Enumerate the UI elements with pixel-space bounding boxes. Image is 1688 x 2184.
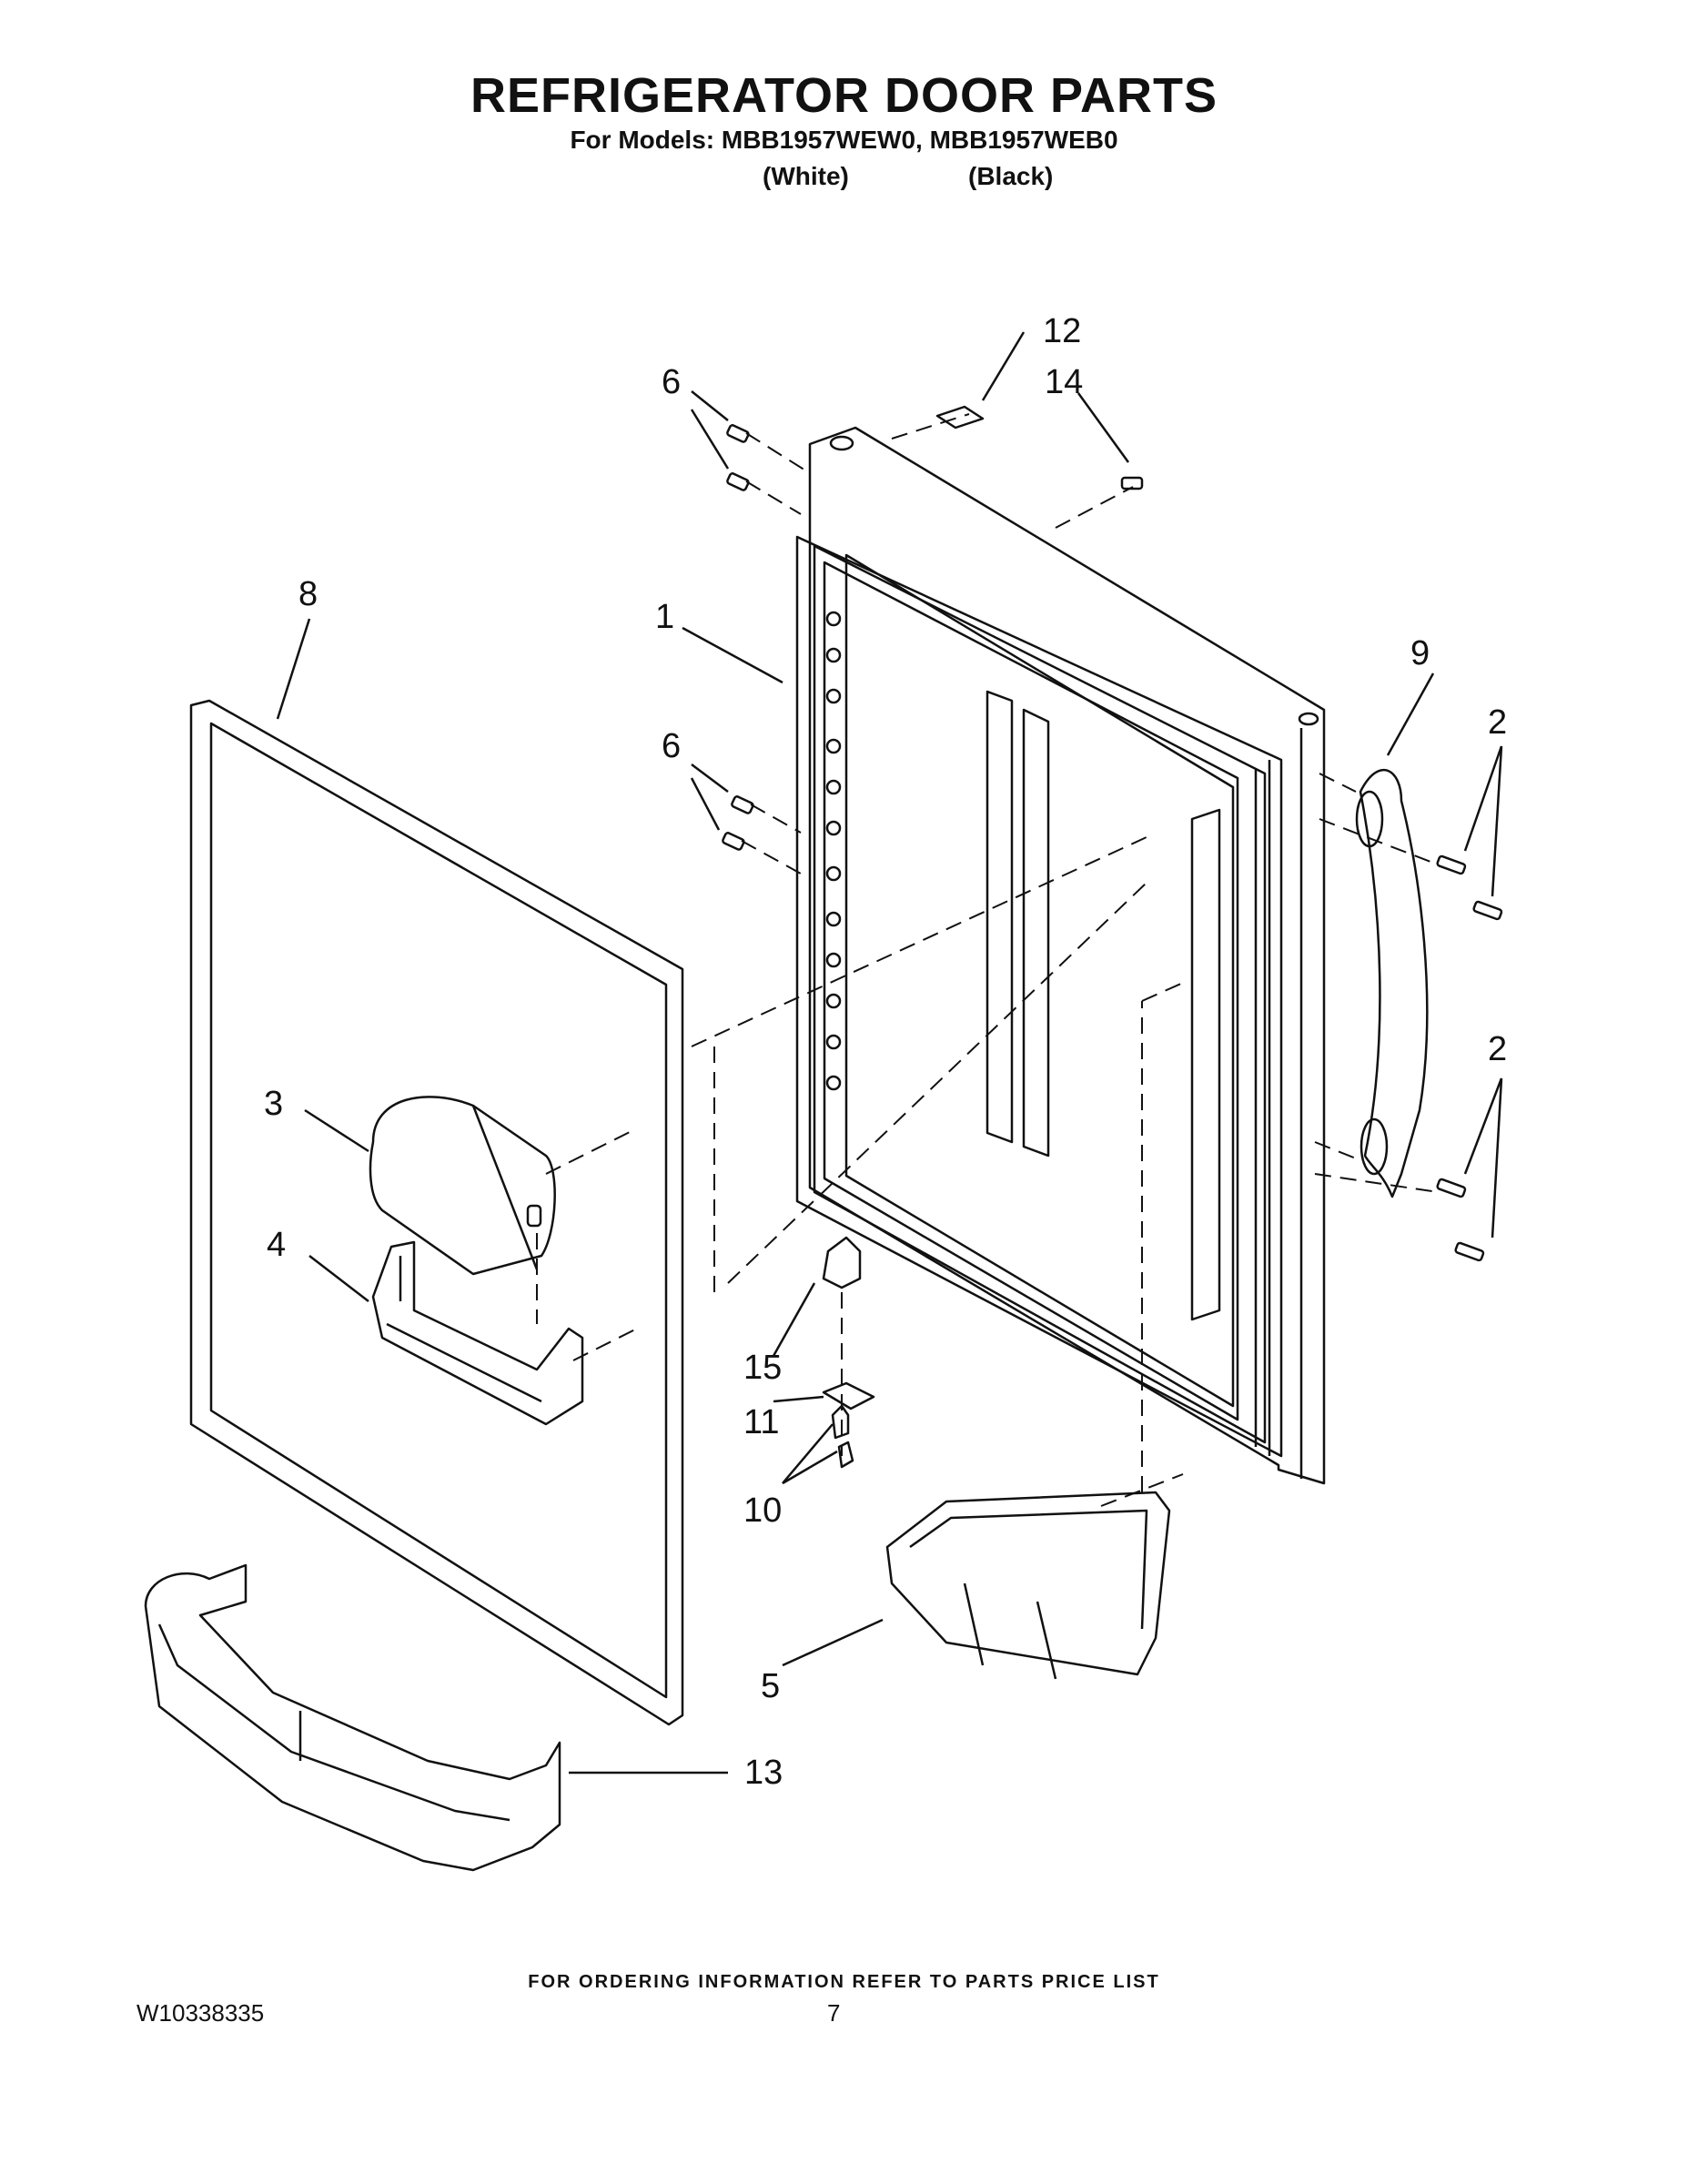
door-rail-bumps: [825, 611, 842, 1091]
door-frame-drawing: [795, 426, 1326, 1485]
callout-1: 1: [655, 598, 674, 636]
callout-2-top: 2: [1488, 703, 1507, 742]
page-number: 7: [827, 1999, 841, 2027]
callout-11: 11: [743, 1403, 779, 1441]
variant-white-label: (White): [763, 162, 849, 190]
dispenser-cover-drawing: [369, 1096, 556, 1276]
callout-6-mid: 6: [662, 727, 681, 765]
callout-2-bottom: 2: [1488, 1030, 1507, 1068]
dispenser-tray-drawing: [371, 1240, 584, 1426]
callout-13: 13: [744, 1754, 783, 1792]
callout-15: 15: [743, 1349, 782, 1387]
door-handle-drawing: [1355, 769, 1429, 1198]
page-title: REFRIGERATOR DOOR PARTS: [470, 68, 1218, 123]
callout-8: 8: [298, 575, 318, 613]
callout-numbers: 6 12 14 8 1 9 2 6 2 3 4 15 11 10 5 13: [264, 312, 1507, 1792]
outer-door-panel-drawing: [189, 699, 684, 1726]
variant-black-label: (Black): [968, 162, 1054, 190]
door-bin-drawing: [885, 1491, 1171, 1680]
screws-drawing: [722, 405, 1503, 1262]
callout-12: 12: [1043, 312, 1081, 350]
callout-leader-arrows: [276, 331, 1503, 1774]
models-subtitle: For Models: MBB1957WEW0, MBB1957WEB0: [570, 126, 1118, 154]
callout-4: 4: [267, 1226, 286, 1264]
bottom-rail-drawing: [144, 1563, 561, 1872]
document-number: W10338335: [136, 1999, 265, 2027]
callout-10: 10: [743, 1491, 782, 1530]
dashed-assembly-lines: [536, 413, 1439, 1507]
hinge-assembly-drawing: [822, 1236, 875, 1469]
callout-6-top: 6: [662, 363, 681, 401]
callout-3: 3: [264, 1085, 283, 1123]
callout-14: 14: [1045, 363, 1083, 401]
ordering-info-note: FOR ORDERING INFORMATION REFER TO PARTS …: [528, 1972, 1160, 1992]
callout-5: 5: [761, 1667, 780, 1705]
callout-9: 9: [1410, 634, 1430, 672]
